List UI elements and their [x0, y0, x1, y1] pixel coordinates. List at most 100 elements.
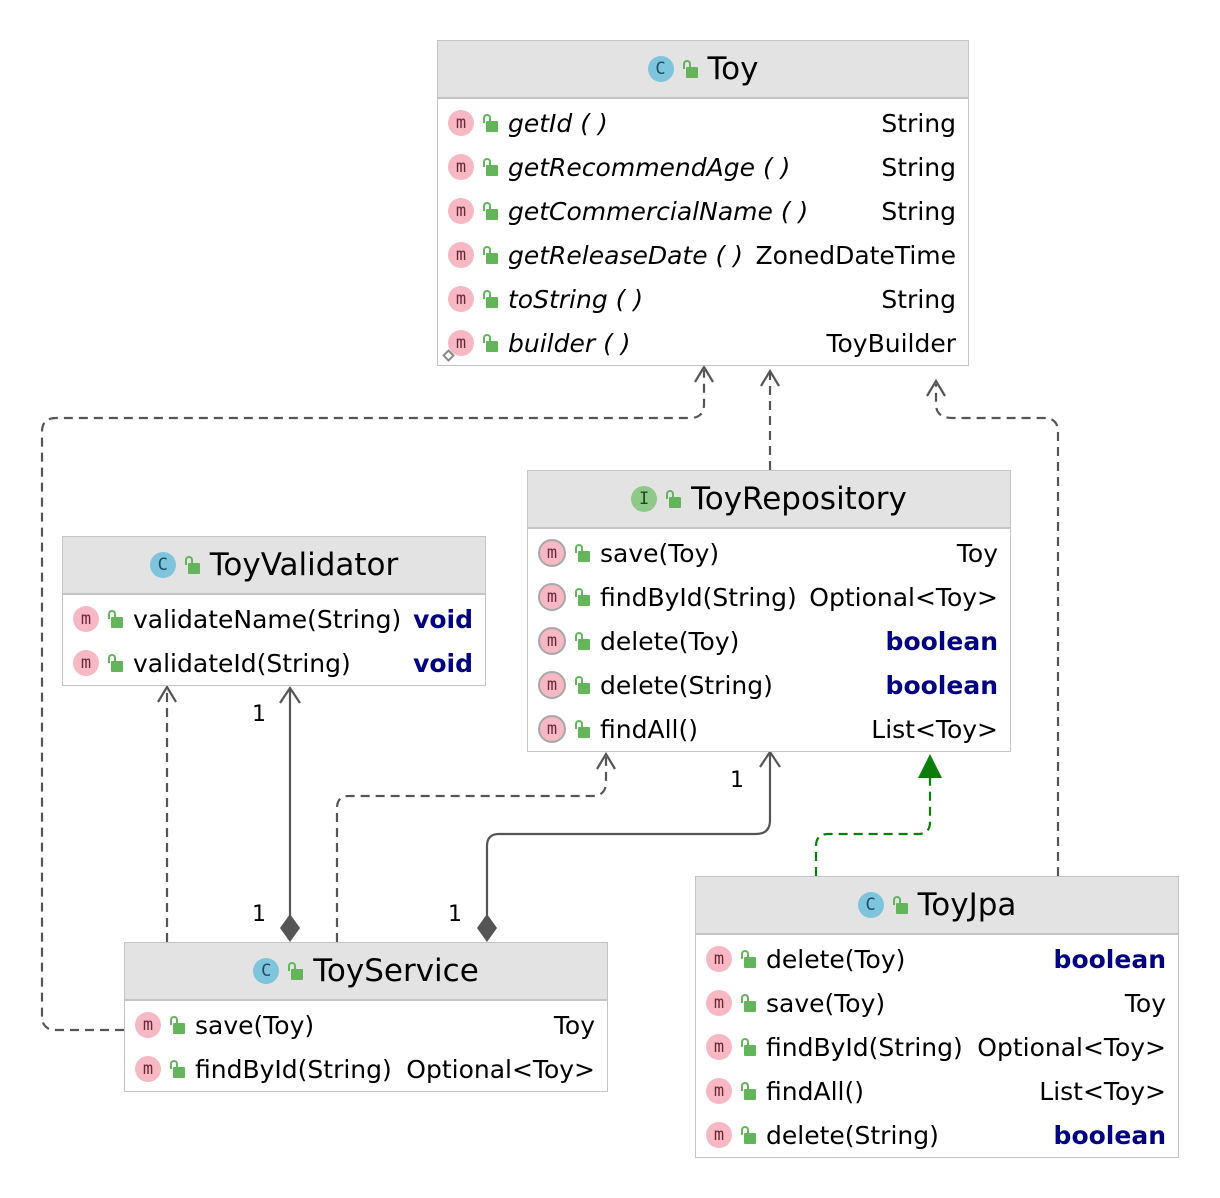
method-icon: m — [448, 154, 474, 180]
method-row[interactable]: m save(Toy) Toy — [696, 981, 1178, 1025]
method-name: save(Toy) — [766, 988, 886, 1018]
method-name: delete(Toy) — [600, 626, 740, 656]
method-icon: m — [706, 1122, 732, 1148]
public-lock-icon — [107, 654, 123, 672]
service-repository-composition-arrow — [759, 750, 781, 768]
class-title: ToyService — [313, 953, 479, 989]
class-toy-header: C Toy — [438, 41, 968, 99]
interface-icon: I — [631, 486, 658, 512]
return-type: boolean — [885, 670, 998, 700]
multiplicity-service-validator-end: 1 — [252, 902, 266, 927]
method-row[interactable]: m delete(String) boolean — [528, 663, 1010, 707]
method-name: getRecommendAge ( ) — [508, 152, 791, 182]
method-name: getCommercialName ( ) — [508, 196, 809, 226]
method-name: getReleaseDate ( ) — [508, 240, 744, 270]
jpa-implements-repository — [814, 778, 932, 876]
method-icon: m — [73, 650, 99, 676]
method-row[interactable]: m save(Toy) Toy — [125, 1003, 607, 1047]
validator-composition-diamond — [280, 914, 300, 942]
public-lock-icon — [740, 1038, 756, 1056]
return-type: boolean — [1053, 944, 1166, 974]
multiplicity-service-repository-end: 1 — [448, 902, 462, 927]
method-name: validateId(String) — [133, 648, 351, 678]
interface-title: ToyRepository — [691, 481, 907, 517]
class-icon: C — [857, 892, 884, 918]
method-icon: m — [73, 606, 99, 632]
public-lock-icon — [169, 1016, 185, 1034]
public-lock-icon — [287, 962, 304, 980]
public-lock-icon — [482, 334, 498, 352]
public-lock-icon — [482, 202, 498, 220]
method-row[interactable]: m getRecommendAge ( ) String — [438, 145, 968, 189]
abstract-method-icon: m — [538, 715, 566, 743]
method-icon: m — [135, 1012, 161, 1038]
implementation-arrowhead — [918, 754, 942, 778]
interface-toy-repository[interactable]: I ToyRepository m save(Toy) Toy m findBy… — [527, 470, 1011, 752]
method-row[interactable]: m validateName(String) void — [63, 597, 485, 641]
return-type: List<Toy> — [1039, 1076, 1166, 1106]
abstract-method-icon: m — [538, 627, 566, 655]
return-type: ToyBuilder — [826, 328, 956, 358]
return-type: void — [413, 648, 473, 678]
method-icon: m — [706, 946, 732, 972]
method-row[interactable]: m findById(String) Optional<Toy> — [696, 1025, 1178, 1069]
class-icon: C — [647, 56, 674, 82]
method-row[interactable]: m builder ( ) ToyBuilder — [438, 321, 968, 365]
method-row[interactable]: m toString ( ) String — [438, 277, 968, 321]
method-row[interactable]: m validateId(String) void — [63, 641, 485, 685]
method-row[interactable]: m findById(String) Optional<Toy> — [528, 575, 1010, 619]
method-row[interactable]: m save(Toy) Toy — [528, 531, 1010, 575]
method-row[interactable]: m getReleaseDate ( ) ZonedDateTime — [438, 233, 968, 277]
method-name: validateName(String) — [133, 604, 402, 634]
public-lock-icon — [574, 676, 590, 694]
class-toy-validator[interactable]: C ToyValidator m validateName(String) vo… — [62, 536, 486, 686]
method-row[interactable]: m findAll() List<Toy> — [696, 1069, 1178, 1113]
return-type: String — [881, 152, 956, 182]
method-row[interactable]: m findById(String) Optional<Toy> — [125, 1047, 607, 1091]
return-type: Toy — [553, 1010, 595, 1040]
method-row[interactable]: m delete(Toy) boolean — [696, 937, 1178, 981]
method-icon: m — [706, 1034, 732, 1060]
service-to-repository-dependency — [335, 756, 608, 942]
method-icon: m — [448, 110, 474, 136]
method-row[interactable]: m getCommercialName ( ) String — [438, 189, 968, 233]
abstract-method-icon: m — [538, 583, 566, 611]
public-lock-icon — [169, 1060, 185, 1078]
return-type: void — [413, 604, 473, 634]
method-name: getId ( ) — [508, 108, 608, 138]
repository-composition-diamond — [477, 914, 497, 942]
multiplicity-repository-end: 1 — [730, 768, 744, 793]
method-name: findById(String) — [600, 582, 797, 612]
return-type: Optional<Toy> — [977, 1032, 1166, 1062]
method-name: save(Toy) — [195, 1010, 315, 1040]
method-icon: m — [448, 242, 474, 268]
method-name: delete(String) — [600, 670, 773, 700]
public-lock-icon — [107, 610, 123, 628]
method-row[interactable]: m delete(String) boolean — [696, 1113, 1178, 1157]
service-to-toy-dependency — [40, 370, 706, 1032]
class-toy[interactable]: C Toy m getId ( ) String m getRecommendA… — [437, 40, 969, 366]
method-row[interactable]: m delete(Toy) boolean — [528, 619, 1010, 663]
abstract-method-icon: m — [538, 539, 566, 567]
return-type: ZonedDateTime — [755, 240, 956, 270]
class-toy-service[interactable]: C ToyService m save(Toy) Toy m findById(… — [124, 942, 608, 1092]
validator-dependency-arrowhead — [157, 684, 177, 703]
class-header: C ToyValidator — [63, 537, 485, 595]
public-lock-icon — [574, 588, 590, 606]
class-header: C ToyService — [125, 943, 607, 1001]
jpa-to-toy-dependency — [934, 384, 1060, 876]
public-lock-icon — [740, 950, 756, 968]
method-icon: m — [706, 990, 732, 1016]
class-toy-jpa[interactable]: C ToyJpa m delete(Toy) boolean m save(To… — [695, 876, 1179, 1158]
return-type: String — [881, 196, 956, 226]
interface-header: I ToyRepository — [528, 471, 1010, 529]
public-lock-icon — [574, 544, 590, 562]
return-type: Toy — [956, 538, 998, 568]
return-type: boolean — [885, 626, 998, 656]
return-type: String — [881, 108, 956, 138]
method-row[interactable]: m findAll() List<Toy> — [528, 707, 1010, 751]
public-lock-icon — [482, 246, 498, 264]
method-row[interactable]: m getId ( ) String — [438, 101, 968, 145]
return-type: Optional<Toy> — [406, 1054, 595, 1084]
